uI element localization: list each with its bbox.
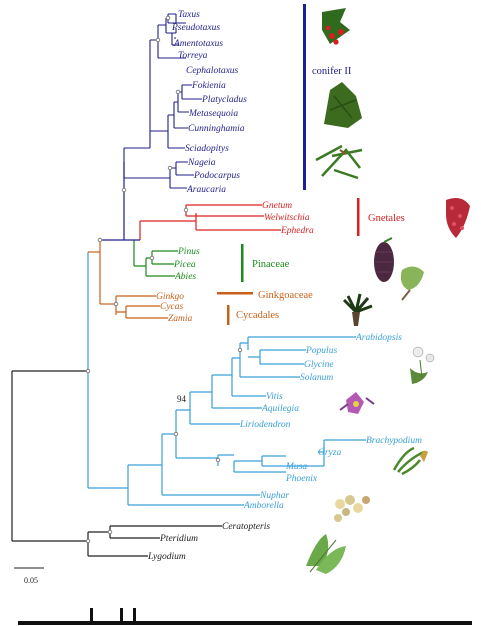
taxon-label: Zamia <box>168 314 193 324</box>
taxon-label: Taxus <box>178 10 200 20</box>
taxon-label: Musa <box>285 462 307 472</box>
scale-bar: 0.05 <box>14 568 44 585</box>
node-dot <box>168 166 172 170</box>
taxon-label: Torreya <box>178 51 208 61</box>
pine-cone-image <box>374 238 394 282</box>
gnetales-clade-label: Gnetales <box>368 213 405 224</box>
conifer-clade-label: conifer II <box>312 66 352 77</box>
taxon-label: Platycladus <box>201 95 247 105</box>
node-dot <box>108 530 112 534</box>
taxon-label: Arabidopsis <box>355 333 402 343</box>
pinaceae-clade-label: Pinaceae <box>252 259 290 270</box>
taxon-label: Cycas <box>160 302 184 312</box>
taxon-label: Phoenix <box>285 474 318 484</box>
node-dot <box>114 302 118 306</box>
support-value: 94 <box>177 394 187 404</box>
cycad-clade-bar <box>227 305 230 325</box>
node-dot <box>150 256 154 260</box>
taxon-label: Araucaria <box>186 185 226 195</box>
node-dot <box>86 369 90 373</box>
taxon-label: Lygodium <box>147 552 186 562</box>
taxon-label: Amborella <box>243 501 284 511</box>
angio-labels: Arabidopsis Populus Glycine Solanum Viti… <box>239 333 422 511</box>
taxon-label: Metasequoia <box>188 109 238 119</box>
node-dot <box>176 90 180 94</box>
taxon-label: Pinus <box>177 247 200 257</box>
gnetales-branches <box>140 205 281 240</box>
taxus-plant-image <box>322 8 350 45</box>
taxon-label: Cunninghamia <box>188 124 245 134</box>
taxon-label: Liriodendron <box>239 420 291 430</box>
taxon-label: Vitis <box>266 392 283 402</box>
taxon-label: Sciadopitys <box>185 144 229 154</box>
cupressaceae-plant-image <box>324 82 362 128</box>
cycad-clade-label: Cycadales <box>236 310 279 321</box>
taxon-label: Welwitschia <box>264 213 310 223</box>
gnetales-labels: Gnetum Welwitschia Ephedra <box>262 201 314 236</box>
ginkgo-clade-label: Ginkgoaceae <box>258 290 313 301</box>
pinaceae-clade-bar <box>241 244 244 282</box>
taxon-label: Nuphar <box>259 491 289 501</box>
amborella-plant-image <box>334 495 370 522</box>
taxon-label: Ephedra <box>280 226 314 236</box>
taxon-label: Ginkgo <box>156 292 184 302</box>
taxon-label: Nageia <box>187 158 216 168</box>
node-dot <box>122 188 126 192</box>
taxon-label: Cephalotaxus <box>186 66 239 76</box>
cycas-plant-image <box>344 294 372 326</box>
node-dot <box>86 539 90 543</box>
node-dot <box>156 38 160 42</box>
taxon-label: Aquilegia <box>261 404 299 414</box>
podocarpus-plant-image <box>316 146 362 178</box>
node-dot <box>174 432 178 436</box>
bottom-ruler <box>18 608 472 625</box>
taxon-label: Brachypodium <box>366 436 422 446</box>
pinaceae-labels: Pinus Picea Abies <box>173 247 200 282</box>
taxon-label: Pteridium <box>159 534 198 544</box>
gnetum-plant-image <box>446 198 470 238</box>
scale-bar-label: 0.05 <box>24 576 38 585</box>
taxon-label: Podocarpus <box>193 171 240 181</box>
taxon-label: Abies <box>174 272 196 282</box>
backbone-branches <box>12 162 140 541</box>
taxon-label: Populus <box>305 346 337 356</box>
node-dot <box>98 238 102 242</box>
conifer-labels: Taxus Pseudotaxus Amentotaxus Torreya Ce… <box>171 10 247 195</box>
grass-plant-image <box>394 448 428 474</box>
taxon-label: Ceratopteris <box>222 522 270 532</box>
arabidopsis-plant-image <box>410 347 434 384</box>
taxon-label: Solanum <box>300 373 333 383</box>
taxon-label: Fokienia <box>191 81 226 91</box>
conifer-clade-bar <box>303 4 306 190</box>
pinaceae-branches <box>134 240 178 276</box>
node-dot <box>238 348 242 352</box>
node-dot <box>166 16 170 20</box>
ginkgo-leaf-image <box>401 266 424 300</box>
clade-annotations: conifer II Gnetales Pinaceae Ginkgoaceae… <box>217 4 405 325</box>
node-dot <box>216 458 220 462</box>
ginkgo-clade-bar <box>217 292 253 295</box>
fern-plant-image <box>306 534 346 574</box>
node-dot <box>184 208 188 212</box>
taxon-label: Oryza <box>318 448 341 458</box>
taxon-label: Amentotaxus <box>173 39 223 49</box>
taxon-label: Picea <box>173 260 196 270</box>
fern-labels: Ceratopteris Pteridium Lygodium <box>147 522 270 562</box>
aquilegia-flower-image <box>340 392 374 414</box>
taxon-label: Gnetum <box>262 201 292 211</box>
taxon-label: Pseudotaxus <box>171 23 220 33</box>
taxon-label: Glycine <box>304 360 334 370</box>
ginkgo-labels: Ginkgo Cycas Zamia <box>156 292 193 324</box>
gnetales-clade-bar <box>357 198 360 236</box>
